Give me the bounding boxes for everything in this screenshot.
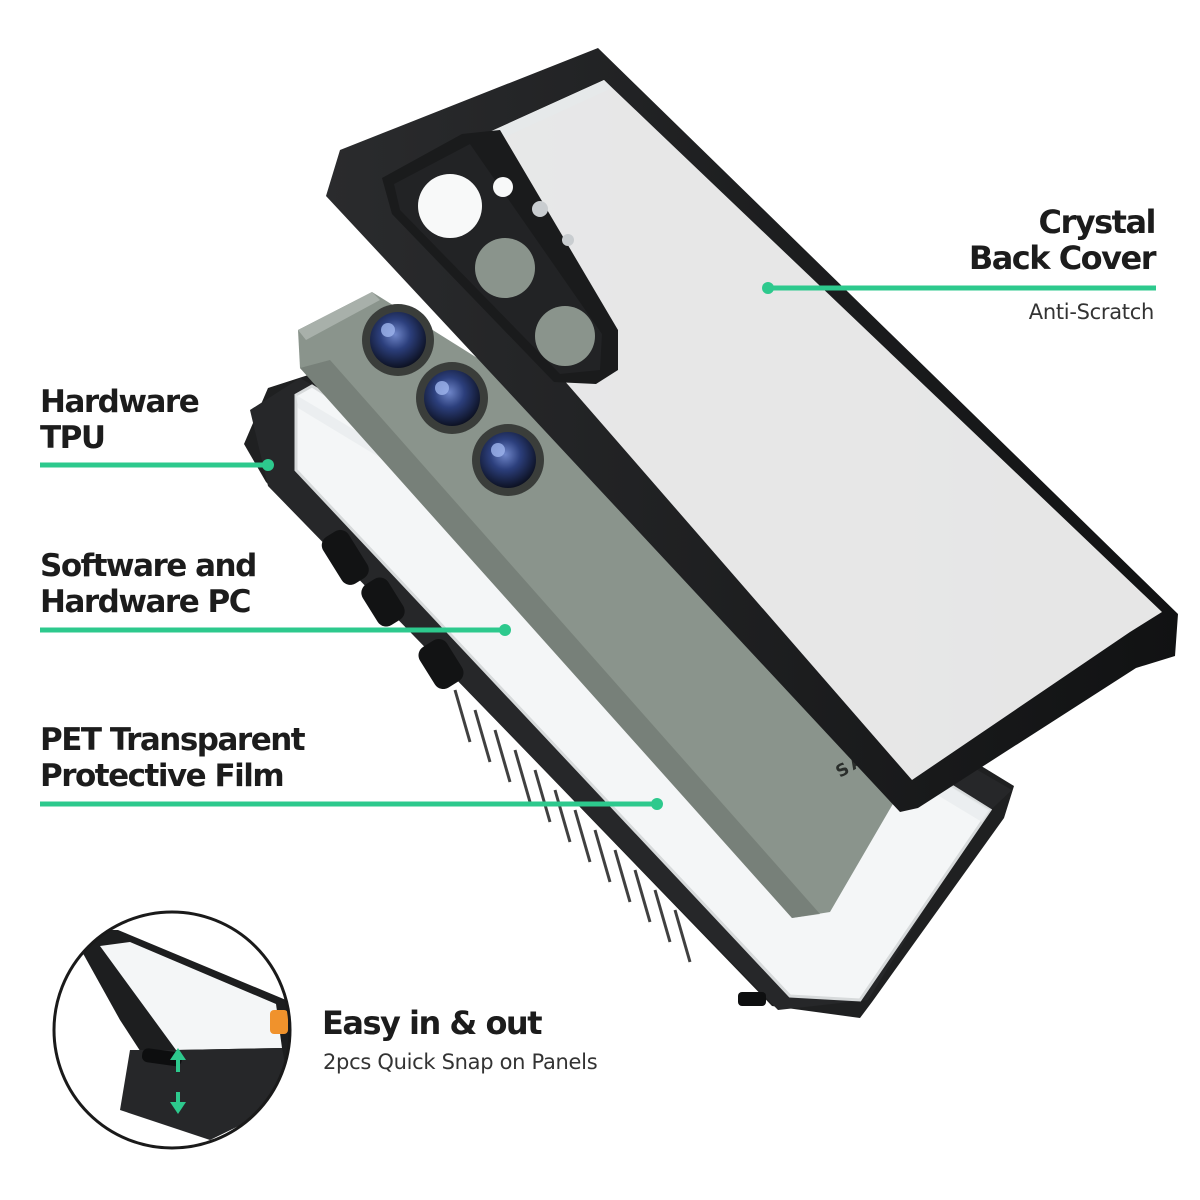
- pc-title-line1: Software and: [40, 548, 257, 584]
- crystal-back-cover-subtitle: Anti-Scratch: [1028, 300, 1155, 324]
- software-hardware-pc-title: Software and Hardware PC: [40, 548, 257, 620]
- snap-arrow-down-icon: [176, 1092, 180, 1104]
- snap-arrow-up-icon: [176, 1058, 180, 1072]
- snap-arrow-up-head: [170, 1048, 186, 1060]
- crystal-callout-dot: [762, 282, 774, 294]
- tpu-title-line2: TPU: [40, 420, 106, 456]
- pet-title-line1: PET Transparent: [40, 722, 306, 758]
- phone-camera-lenses: [362, 304, 544, 496]
- pc-title-line2: Hardware PC: [40, 584, 251, 620]
- pet-title-line2: Protective Film: [40, 758, 285, 794]
- pet-callout-dot: [651, 798, 663, 810]
- pc-callout-dot: [499, 624, 511, 636]
- easy-in-out-subtitle: 2pcs Quick Snap on Panels: [323, 1050, 598, 1074]
- hardware-tpu-title: Hardware TPU: [40, 384, 200, 456]
- easy-in-out-title: Easy in & out: [322, 1003, 543, 1043]
- crystal-back-cover-title: Crystal Back Cover: [968, 203, 1157, 277]
- crystal-back-cover: [326, 48, 1178, 812]
- crystal-title-line2: Back Cover: [968, 239, 1157, 277]
- zoom-detail-circle: [52, 910, 292, 1150]
- crystal-title-line1: Crystal: [1038, 203, 1156, 241]
- tpu-callout-dot: [262, 459, 274, 471]
- easy-title-text: Easy in & out: [322, 1004, 543, 1042]
- snap-arrow-down-head: [170, 1102, 186, 1114]
- tpu-title-line1: Hardware: [40, 384, 200, 420]
- callout-lines: [40, 282, 1156, 810]
- pet-film-title: PET Transparent Protective Film: [40, 722, 306, 794]
